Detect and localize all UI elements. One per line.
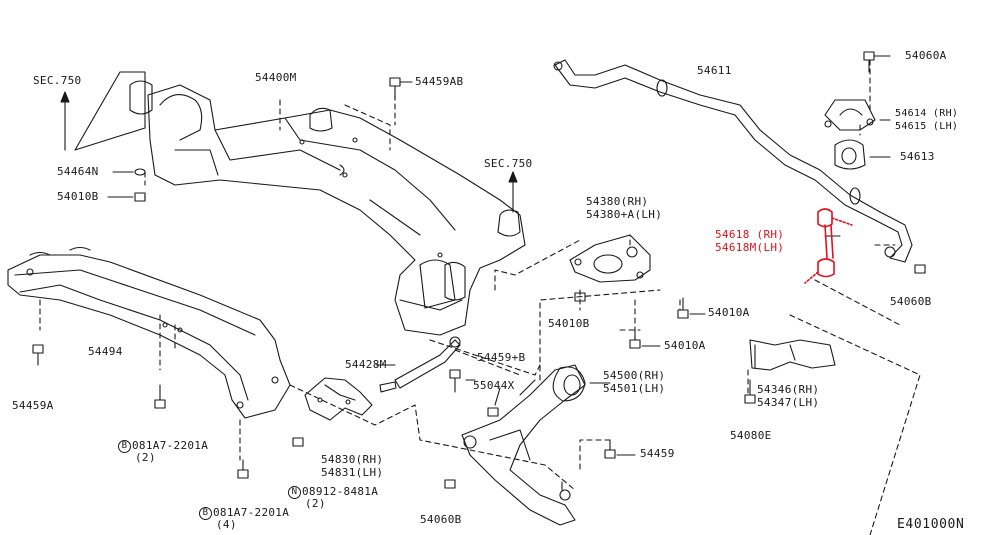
label-54831[interactable]: 54831(LH) [321,466,384,479]
label-54060B[interactable]: 54060B [420,513,462,526]
label-54010A-2[interactable]: 54010A [664,339,706,352]
label-54459A[interactable]: 54459A [12,399,54,412]
sec-arrow-right [508,171,518,213]
bolt-qty-2: (2) [305,497,326,510]
label-54010A[interactable]: 54010A [708,306,750,319]
bolt-qty-1: (2) [135,451,156,464]
sec-750-left[interactable]: SEC.750 [33,74,82,87]
label-54060B-2[interactable]: 54060B [890,295,932,308]
label-54618M[interactable]: 54618M(LH) [715,241,785,254]
label-54060A[interactable]: 54060A [905,49,947,62]
circled-letter-B-icon: B [118,440,131,453]
label-54613[interactable]: 54613 [900,150,935,163]
label-55044X[interactable]: 55044X [473,379,515,392]
label-54618[interactable]: 54618 (RH) [715,228,785,241]
leader-lines [107,55,891,456]
label-54464N[interactable]: 54464N [57,165,99,178]
label-54615[interactable]: 54615 (LH) [895,121,959,132]
label-54380[interactable]: 54380(RH) [586,195,649,208]
circled-letter-N-icon: N [288,486,301,499]
member-54494 [7,246,291,419]
link-54428M [379,336,461,393]
clamp-54614 [824,99,876,131]
label-54459B[interactable]: 54459+B [477,351,526,364]
sec-arrow-left [60,91,70,151]
label-54346[interactable]: 54346(RH) [757,383,820,396]
label-54080E[interactable]: 54080E [730,429,772,442]
stabilizer-link-54618-red [804,208,853,284]
bolt-code: 081A7-2201A [132,439,209,452]
circled-letter-B-icon: B [199,507,212,520]
label-54010B-2[interactable]: 54010B [548,317,590,330]
label-54380A[interactable]: 54380+A(LH) [586,208,663,221]
bracket-54830 [304,377,373,421]
bolt-code: 081A7-2201A [213,506,290,519]
lower-arm-54500 [461,364,586,526]
label-54428M[interactable]: 54428M [345,358,387,371]
diagram-id: E401000N [897,517,965,532]
plate-54380 [569,234,651,283]
label-54611[interactable]: 54611 [697,64,732,77]
bolt-code: 08912-8481A [302,485,379,498]
crossmember-54400M [147,84,526,336]
label-54494[interactable]: 54494 [88,345,123,358]
bushing-54613 [834,139,866,170]
label-54459[interactable]: 54459 [640,447,675,460]
bolt-qty-3: (4) [216,518,237,531]
label-54459AB[interactable]: 54459AB [415,75,464,88]
bolts-small [32,51,926,489]
label-54501[interactable]: 54501(LH) [603,382,666,395]
label-54010B[interactable]: 54010B [57,190,99,203]
label-54500[interactable]: 54500(RH) [603,369,666,382]
sec-750-right[interactable]: SEC.750 [484,157,533,170]
label-54400M[interactable]: 54400M [255,71,297,84]
bracket-54346 [749,339,836,371]
label-54614[interactable]: 54614 (RH) [895,108,959,119]
stabilizer-bar-54611 [553,59,913,263]
label-54347[interactable]: 54347(LH) [757,396,820,409]
label-54830[interactable]: 54830(RH) [321,453,384,466]
